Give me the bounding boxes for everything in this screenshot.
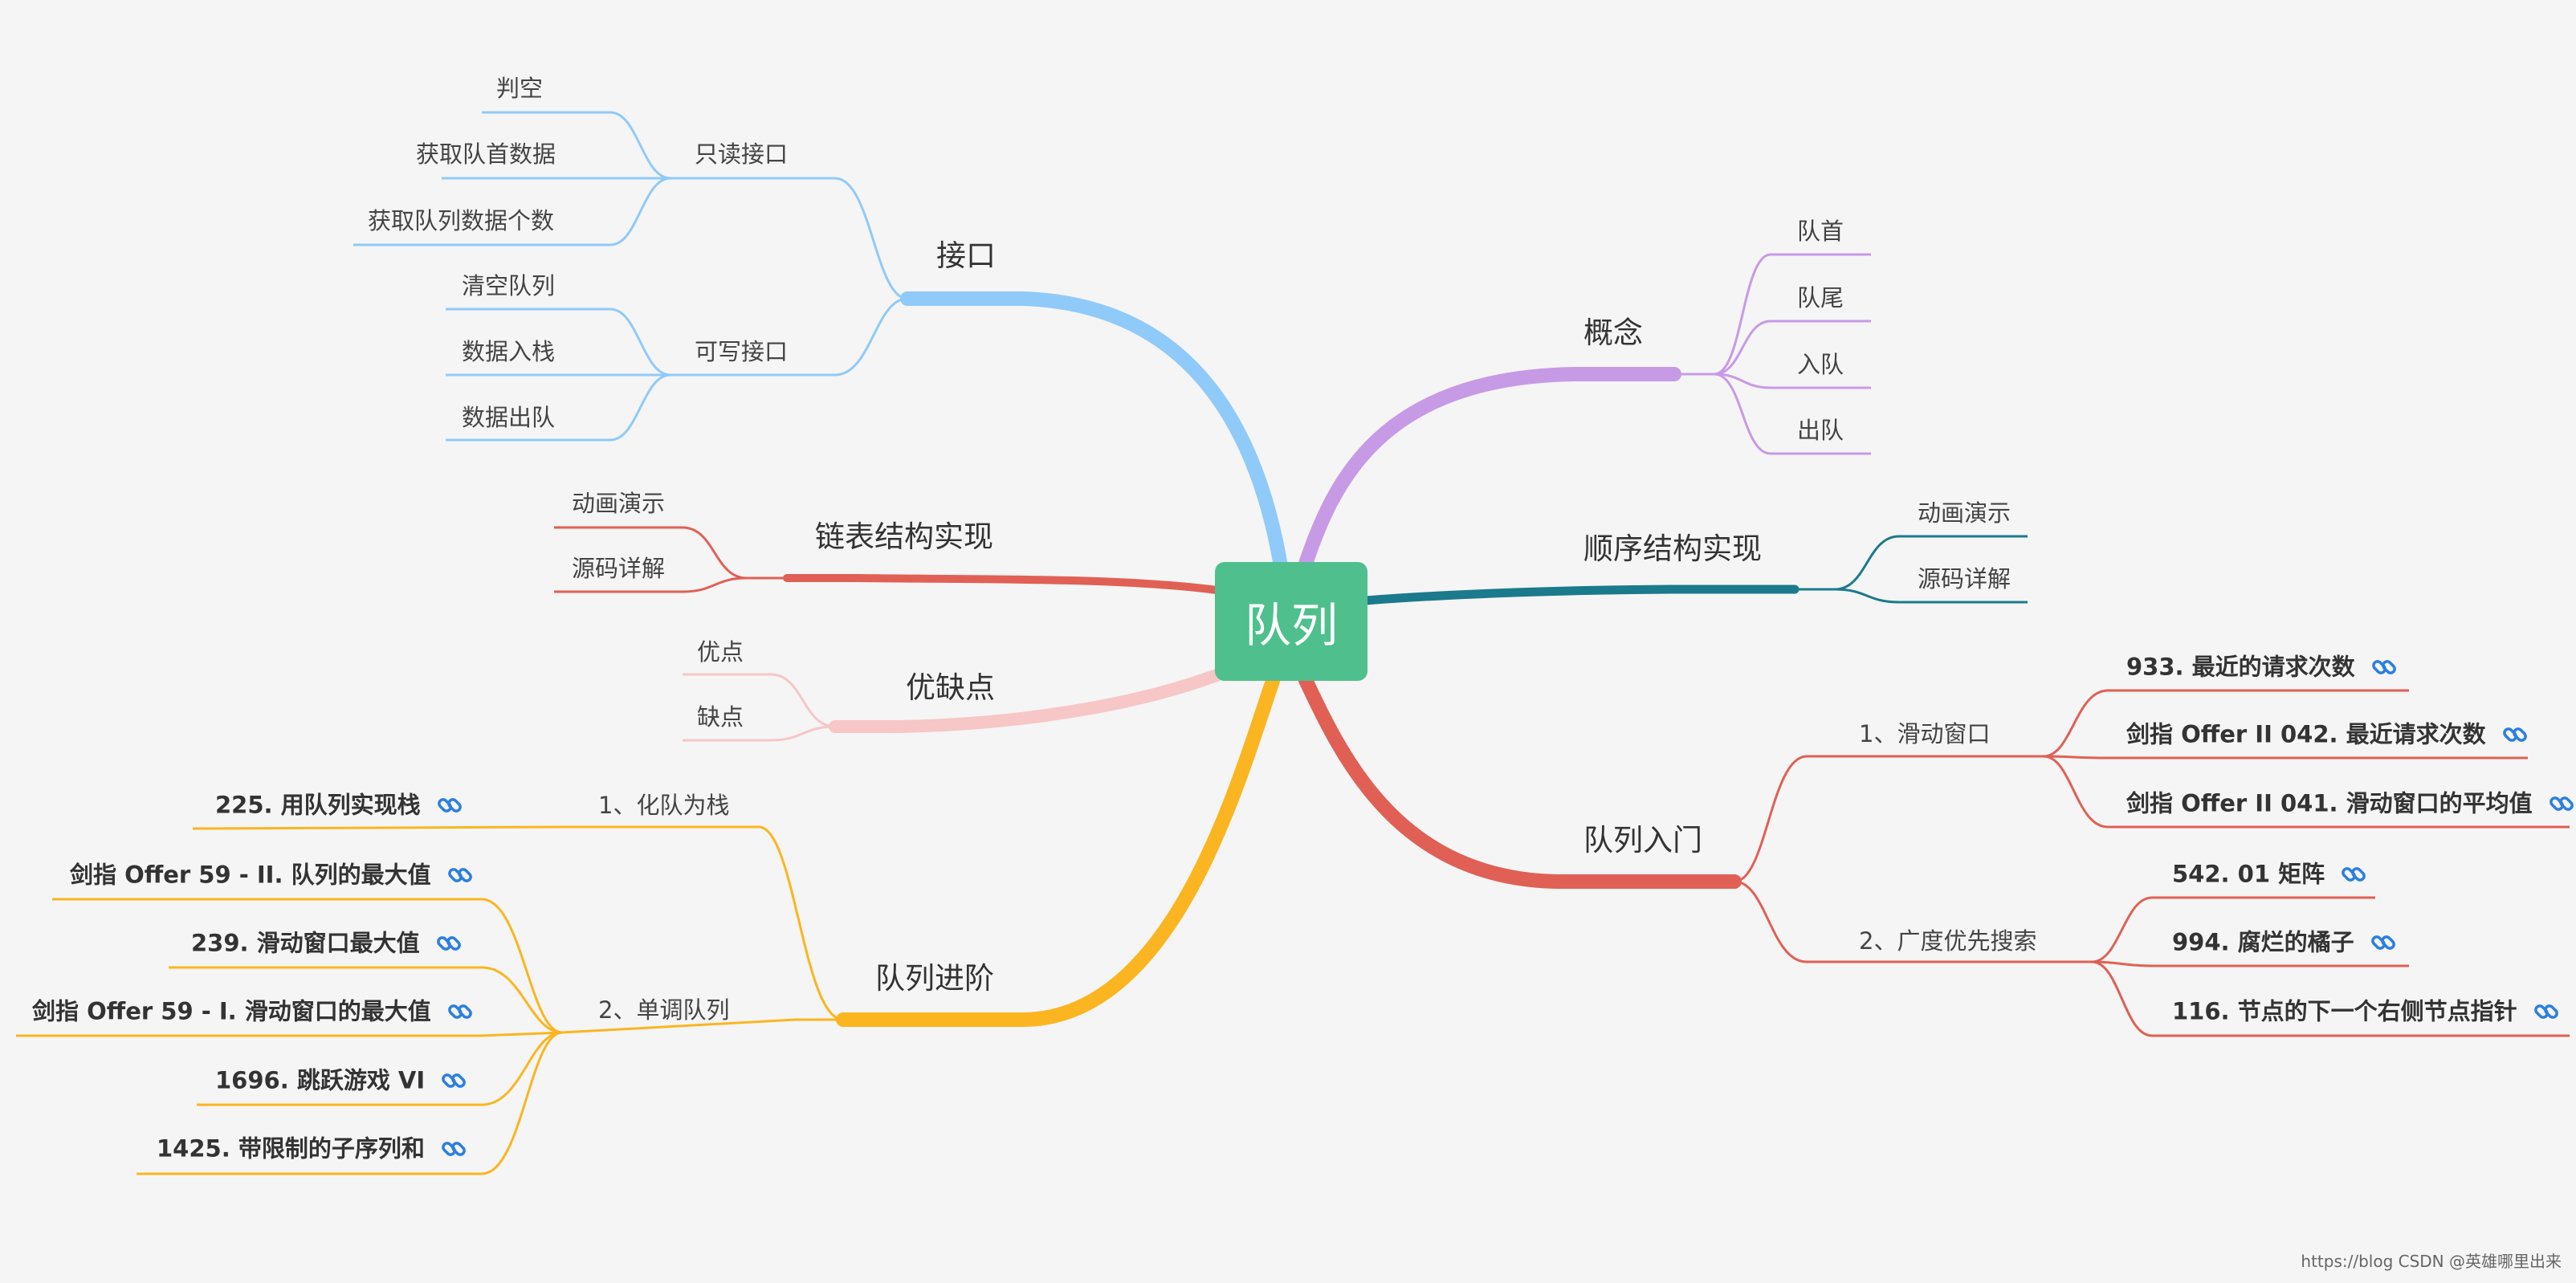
link-icon[interactable] (439, 1134, 468, 1163)
interface-group-writable[interactable]: 可写接口 (695, 338, 789, 365)
interface-group-readonly[interactable]: 只读接口 (695, 141, 789, 168)
branch-proscons-label[interactable]: 优缺点 (906, 670, 995, 705)
sequential-item[interactable]: 动画演示 (1918, 499, 2011, 527)
branch-advanced-label[interactable]: 队列进阶 (875, 961, 994, 996)
intro-problem-link[interactable]: 542. 01 矩阵 (2172, 860, 2368, 889)
advanced-problem-link[interactable]: 剑指 Offer 59 - I. 滑动窗口的最大值 (32, 997, 475, 1026)
interface-item[interactable]: 数据出队 (462, 404, 556, 431)
interface-item[interactable]: 获取队列数据个数 (368, 207, 555, 234)
intro-problem-link[interactable]: 116. 节点的下一个右侧节点指针 (2172, 997, 2561, 1026)
concept-item[interactable]: 队尾 (1797, 284, 1844, 312)
problem-title: 933. 最近的请求次数 (2126, 653, 2355, 681)
intro-group-sliding-window[interactable]: 1、滑动窗口 (1859, 720, 1991, 747)
advanced-group-queue-as-stack[interactable]: 1、化队为栈 (598, 792, 730, 819)
problem-title: 剑指 Offer II 042. 最近请求次数 (2126, 720, 2486, 748)
link-icon[interactable] (2369, 928, 2398, 957)
branch-advanced-connector (836, 674, 1280, 1027)
advanced-group-monotonic-queue[interactable]: 2、单调队列 (598, 996, 730, 1024)
link-icon[interactable] (439, 1066, 468, 1095)
problem-title: 116. 节点的下一个右侧节点指针 (2172, 997, 2517, 1025)
concept-item[interactable]: 出队 (1797, 417, 1844, 444)
branch-linked-connector (783, 574, 1221, 594)
link-icon[interactable] (2547, 789, 2576, 818)
advanced-problem-link[interactable]: 1696. 跳跃游戏 VI (215, 1066, 468, 1095)
watermark: https://blog CSDN @英雄哪里出来 (2301, 1252, 2562, 1271)
advanced-problem-link[interactable]: 剑指 Offer 59 - II. 队列的最大值 (70, 861, 475, 890)
intro-problem-link[interactable]: 933. 最近的请求次数 (2126, 653, 2399, 682)
problem-title: 225. 用队列实现栈 (215, 791, 421, 819)
link-icon[interactable] (446, 997, 475, 1026)
interface-item[interactable]: 判空 (496, 75, 544, 102)
interface-item[interactable]: 清空队列 (462, 272, 556, 299)
branch-intro-label[interactable]: 队列入门 (1584, 823, 1702, 857)
link-icon[interactable] (435, 791, 464, 820)
branch-proscons-connector (829, 664, 1235, 733)
problem-title: 剑指 Offer 59 - II. 队列的最大值 (70, 861, 431, 889)
proscons-subconnectors (683, 673, 836, 742)
linked-subconnectors (554, 526, 787, 593)
sequential-item[interactable]: 源码详解 (1918, 565, 2011, 593)
intro-subconnectors (1734, 689, 2570, 1037)
link-icon[interactable] (2532, 997, 2561, 1026)
advanced-subconnectors (16, 825, 844, 1175)
interface-subconnectors (353, 111, 908, 442)
concept-item[interactable]: 队首 (1797, 218, 1844, 245)
problem-title: 994. 腐烂的橘子 (2172, 928, 2354, 956)
link-icon[interactable] (2370, 653, 2399, 682)
link-icon[interactable] (2501, 720, 2529, 749)
branch-linked-label[interactable]: 链表结构实现 (815, 519, 993, 554)
link-icon[interactable] (2339, 860, 2368, 889)
branch-intro-connector (1298, 671, 1742, 889)
problem-title: 剑指 Offer II 041. 滑动窗口的平均值 (2126, 789, 2533, 817)
advanced-problem-link[interactable]: 239. 滑动窗口最大值 (191, 929, 463, 958)
branch-concept-label[interactable]: 概念 (1584, 316, 1643, 350)
problem-title: 剑指 Offer 59 - I. 滑动窗口的最大值 (32, 997, 431, 1025)
root-node[interactable]: 队列 (1215, 562, 1367, 681)
problem-title: 1696. 跳跃游戏 VI (215, 1066, 426, 1094)
problem-title: 1425. 带限制的子序列和 (157, 1134, 425, 1163)
concept-subconnectors (1674, 253, 1871, 455)
intro-problem-link[interactable]: 994. 腐烂的橘子 (2172, 928, 2398, 957)
intro-problem-link[interactable]: 剑指 Offer II 041. 滑动窗口的平均值 (2126, 789, 2576, 818)
branch-concept-connector (1298, 367, 1681, 573)
branch-interface-label[interactable]: 接口 (936, 238, 996, 273)
concept-item[interactable]: 入队 (1797, 351, 1844, 378)
advanced-problem-link[interactable]: 225. 用队列实现栈 (215, 791, 464, 820)
interface-item[interactable]: 获取队首数据 (416, 141, 556, 168)
branch-sequential-label[interactable]: 顺序结构实现 (1584, 532, 1762, 566)
branch-interface-connector (900, 291, 1288, 573)
interface-item[interactable]: 数据入栈 (462, 338, 556, 365)
branch-sequential-connector (1360, 584, 1800, 605)
linked-item[interactable]: 动画演示 (572, 490, 666, 517)
link-icon[interactable] (446, 861, 475, 890)
intro-group-bfs[interactable]: 2、广度优先搜索 (1859, 927, 2037, 955)
intro-problem-link[interactable]: 剑指 Offer II 042. 最近请求次数 (2126, 720, 2529, 749)
problem-title: 239. 滑动窗口最大值 (191, 929, 420, 957)
link-icon[interactable] (434, 929, 463, 958)
problem-title: 542. 01 矩阵 (2172, 860, 2325, 888)
advanced-problem-link[interactable]: 1425. 带限制的子序列和 (157, 1134, 468, 1163)
linked-item[interactable]: 源码详解 (572, 555, 666, 582)
proscons-item[interactable]: 缺点 (697, 703, 744, 731)
proscons-item[interactable]: 优点 (697, 638, 744, 666)
sequential-subconnectors (1795, 535, 2028, 604)
